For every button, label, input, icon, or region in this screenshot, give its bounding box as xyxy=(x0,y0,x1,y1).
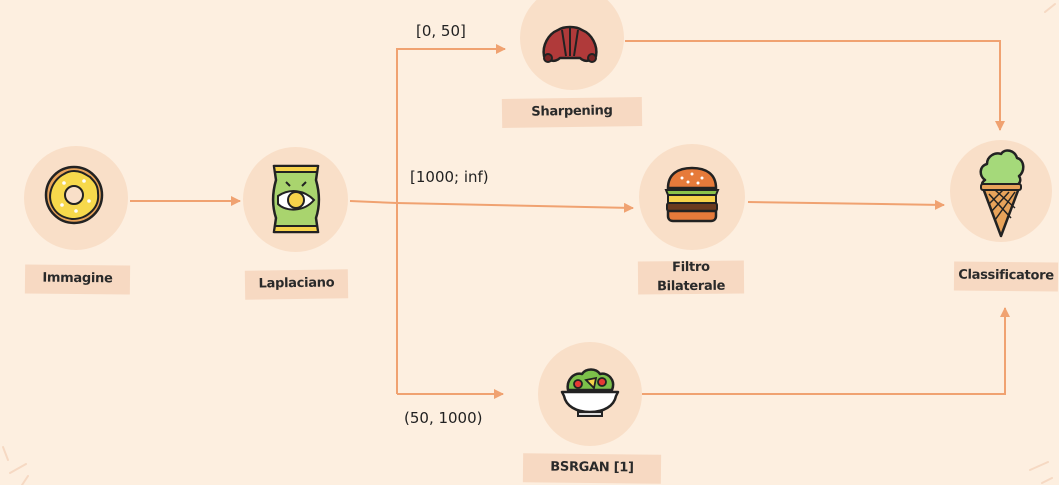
salad-bowl-icon xyxy=(560,368,620,417)
arrow-sharpening-to-classificatore xyxy=(625,40,1005,131)
filtro-label-line2: Bilaterale xyxy=(656,278,726,294)
filtro-label-line1: Filtro xyxy=(672,259,710,275)
edge-label-middle: [1000; inf) xyxy=(410,168,489,186)
laplaciano-label-text: Laplaciano xyxy=(258,275,335,292)
immagine-label-text: Immagine xyxy=(42,270,113,287)
croissant-icon xyxy=(542,25,598,63)
immagine-label: Immagine xyxy=(24,264,131,295)
arrow-to-sharpening xyxy=(396,44,506,394)
classificatore-label: Classificatore xyxy=(953,261,1059,292)
arrow-to-filtro xyxy=(396,202,634,213)
arrow-filtro-to-classificatore xyxy=(747,199,945,210)
burger-icon xyxy=(664,166,720,223)
edge-label-top: [0, 50] xyxy=(416,22,466,40)
edge-label-bottom: (50, 1000) xyxy=(404,409,483,427)
sharpening-label-text: Sharpening xyxy=(531,103,613,120)
bsrgan-label-text: BSRGAN [1] xyxy=(550,459,634,476)
arrow-laplaciano-branch xyxy=(349,200,398,204)
laplaciano-label: Laplaciano xyxy=(244,269,349,300)
filtro-label: Filtro Bilaterale xyxy=(637,259,745,295)
arrow-bsrgan-to-classificatore xyxy=(642,307,1010,395)
ice-cream-cone-icon xyxy=(979,149,1025,238)
bsrgan-label: BSRGAN [1] xyxy=(522,453,662,484)
donut-icon xyxy=(44,165,104,225)
sharpening-label: Sharpening xyxy=(501,97,643,128)
chips-bag-icon xyxy=(271,164,321,234)
classificatore-label-text: Classificatore xyxy=(958,267,1054,284)
